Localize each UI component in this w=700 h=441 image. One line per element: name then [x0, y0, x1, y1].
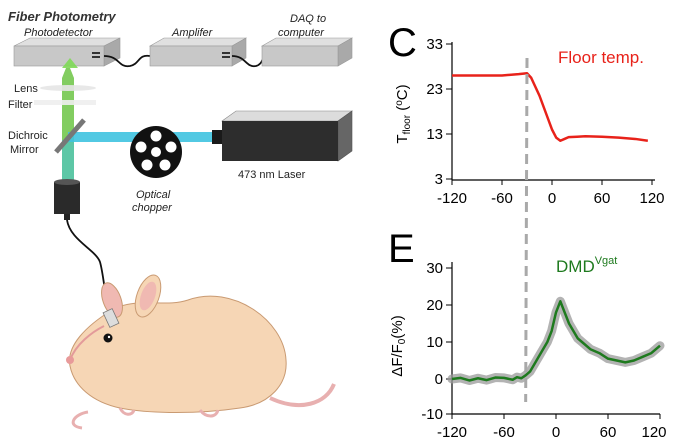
x-tick-label: 60 — [600, 424, 617, 441]
photometry-setup: Fiber Photometry Photodetector Amplifer — [8, 9, 354, 430]
ylabel-unit: (%) — [389, 315, 406, 338]
floor-temp-annotation: Floor temp. — [558, 48, 644, 67]
floor-temp-series-line — [452, 72, 649, 142]
x-tick-label: -60 — [491, 190, 513, 207]
x-tick-label: 60 — [594, 190, 611, 207]
x-tick-label: -120 — [437, 424, 467, 441]
lens — [40, 85, 96, 91]
y-tick-label: 20 — [426, 297, 443, 314]
y-tick-label: 10 — [426, 334, 443, 351]
panel-e: E DMDVgat ΔF/F0(%) 30 20 10 0 -10 — [388, 227, 667, 441]
dmd-vgat-annotation: DMDVgat — [556, 255, 617, 276]
lens-label: Lens — [14, 83, 38, 95]
daq-box — [260, 37, 354, 67]
chopper-label-line2: chopper — [132, 202, 173, 214]
cable — [103, 54, 151, 68]
y-tick-label: 30 — [426, 260, 443, 277]
y-axis-label: ΔF/F0(%) — [389, 315, 408, 376]
x-tick-label: 120 — [641, 424, 666, 441]
emission-arrow-head — [62, 58, 78, 68]
x-tick-labels: -120 -60 0 60 120 — [437, 190, 665, 207]
filter — [34, 100, 96, 105]
fiber-coupler — [54, 179, 80, 220]
y-tick-marks — [446, 267, 452, 415]
daq-label-line1: DAQ to — [290, 13, 326, 25]
dichroic-label-line2: Mirror — [10, 144, 39, 156]
x-tick-label: 0 — [552, 424, 560, 441]
y-tick-label: 33 — [426, 36, 443, 53]
x-tick-marks — [451, 180, 653, 185]
annotation-sup: Vgat — [595, 255, 618, 267]
y-tick-label: 13 — [426, 126, 443, 143]
dff-series-line — [451, 300, 661, 382]
mouse-illustration — [66, 274, 336, 430]
ylabel-main: T — [394, 134, 411, 143]
y-tick-label: 23 — [426, 81, 443, 98]
ylabel-paren: ( — [394, 106, 411, 115]
photodetector-box — [13, 37, 121, 67]
setup-title: Fiber Photometry — [8, 9, 116, 24]
y-tick-label: 0 — [435, 371, 443, 388]
ylabel-sub: floor — [402, 114, 413, 134]
y-tick-label: 3 — [435, 171, 443, 188]
optical-chopper — [130, 126, 182, 178]
chopper-label-line1: Optical — [136, 189, 171, 201]
amplifier-label: Amplifer — [171, 27, 214, 39]
ylabel-main: ΔF/F — [389, 344, 406, 377]
y-tick-labels: 33 23 13 3 — [426, 36, 443, 188]
filter-label: Filter — [8, 99, 33, 111]
svg-text:Tfloor (oC): Tfloor (oC) — [394, 84, 413, 143]
y-tick-labels: 30 20 10 0 -10 — [421, 260, 443, 423]
daq-label-line2: computer — [278, 27, 325, 39]
x-tick-marks — [451, 414, 661, 419]
y-axis-label: Tfloor (oC) — [394, 84, 413, 143]
ylabel-unit: C) — [394, 84, 411, 100]
ylabel-sup: o — [394, 100, 405, 106]
x-tick-label: -120 — [437, 190, 467, 207]
excitation-beam-down — [62, 140, 74, 182]
amplifier-box — [148, 37, 248, 67]
dichroic-label-line1: Dichroic — [8, 130, 48, 142]
x-tick-label: -60 — [493, 424, 515, 441]
x-tick-labels: -120 -60 0 60 120 — [437, 424, 667, 441]
laser-box — [212, 110, 353, 162]
dichroic-mirror — [54, 118, 86, 154]
y-tick-marks — [446, 43, 452, 180]
svg-text:ΔF/F0(%): ΔF/F0(%) — [389, 315, 408, 376]
panel-c: C Floor temp. Tfloor (oC) 33 23 13 3 - — [388, 21, 665, 207]
x-tick-label: 120 — [639, 190, 664, 207]
laser-label: 473 nm Laser — [238, 169, 306, 181]
stimulus-onset-dashed-line — [524, 57, 529, 403]
x-tick-label: 0 — [548, 190, 556, 207]
annotation-main: DMD — [556, 257, 595, 276]
ylabel-sub: 0 — [397, 338, 408, 344]
y-tick-label: -10 — [421, 406, 443, 423]
photodetector-label: Photodetector — [24, 27, 94, 39]
panel-letter-e: E — [388, 227, 415, 271]
panel-letter-c: C — [388, 21, 417, 65]
